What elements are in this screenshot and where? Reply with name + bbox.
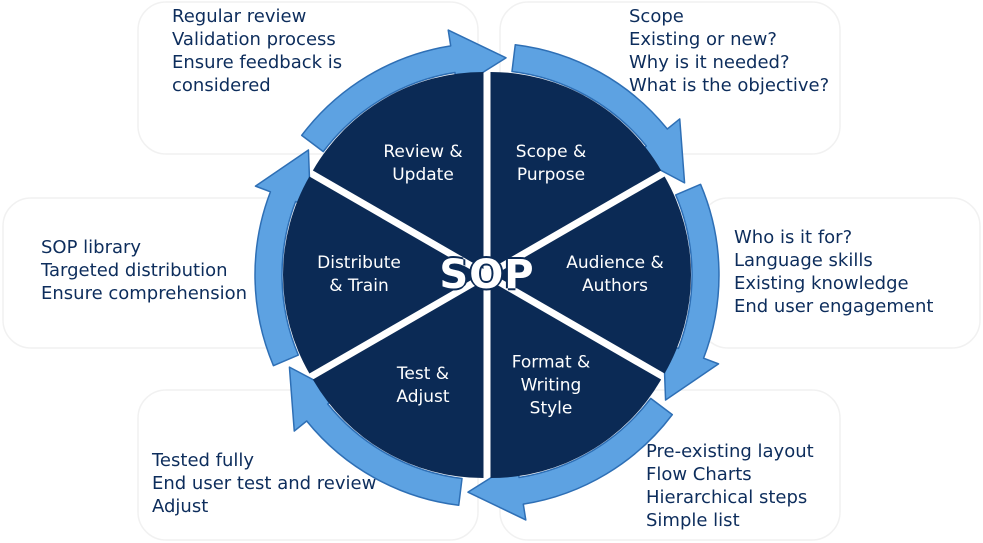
note-line: Existing or new? xyxy=(629,29,777,50)
segment-label-line: Review & xyxy=(383,142,463,163)
note-line: Who is it for? xyxy=(734,227,853,248)
note-line: What is the objective? xyxy=(629,75,830,96)
note-line: End user test and review xyxy=(152,473,377,494)
note-audience: Who is it for? Language skills Existing … xyxy=(734,226,933,318)
segment-audience xyxy=(494,176,691,374)
segment-distribute xyxy=(283,176,480,374)
segment-label-line: Format & xyxy=(511,352,591,373)
arrow-to-review xyxy=(254,149,312,367)
segment-format xyxy=(490,281,662,479)
segment-label-line: & Train xyxy=(329,276,389,296)
note-line: End user engagement xyxy=(734,296,934,317)
note-line: Regular review xyxy=(172,6,307,27)
note-line: Adjust xyxy=(152,496,209,517)
note-line: Tested fully xyxy=(152,450,255,471)
segment-label-line: Authors xyxy=(581,276,649,296)
note-line: Language skills xyxy=(734,250,873,271)
segment-label-distribute: Distribute & Train xyxy=(317,252,401,298)
segment-label-line: Purpose xyxy=(516,165,586,186)
note-line: Hierarchical steps xyxy=(646,487,808,508)
note-line: Flow Charts xyxy=(646,464,752,485)
note-line: Ensure comprehension xyxy=(41,283,248,304)
arrow-to-audience xyxy=(511,43,686,184)
note-test: Tested fully End user test and review Ad… xyxy=(152,449,376,518)
segment-label-line: Update xyxy=(392,165,454,186)
note-line: considered xyxy=(172,75,271,96)
note-line: Existing knowledge xyxy=(734,273,909,294)
segment-label-audience: Audience & Authors xyxy=(566,252,664,298)
segment-label-test: Test &Adjust xyxy=(396,363,449,409)
note-line: Targeted distribution xyxy=(41,260,228,281)
note-line: Pre-existing layout xyxy=(646,441,814,462)
segment-label-line: Adjust xyxy=(396,386,450,407)
arrow-to-test xyxy=(467,397,674,521)
note-distribute: SOP library Targeted distribution Ensure… xyxy=(41,236,247,305)
center-sop-label: SOP xyxy=(439,252,535,298)
segment-label-line: Distribute xyxy=(317,253,401,273)
segment-review xyxy=(312,71,484,269)
segment-test xyxy=(312,281,484,479)
arrow-to-distribute xyxy=(288,366,463,507)
note-review: Regular review Validation process Ensure… xyxy=(172,5,342,97)
segment-label-scope: Scope &Purpose xyxy=(516,141,586,187)
arrow-to-scope xyxy=(300,29,507,153)
segment-label-line: Test & xyxy=(396,363,450,384)
segment-label-line: Audience & xyxy=(566,253,664,273)
note-line: Simple list xyxy=(646,510,740,531)
segment-label-line: Style xyxy=(529,398,573,419)
segment-label-line: Scope & xyxy=(515,142,587,163)
note-line: Ensure feedback is xyxy=(172,52,343,73)
segment-label-line: Writing xyxy=(520,375,582,396)
note-scope: Scope Existing or new? Why is it needed?… xyxy=(629,5,829,97)
arrow-to-format xyxy=(662,183,720,401)
note-line: Validation process xyxy=(172,29,336,50)
note-line: Scope xyxy=(629,6,684,27)
note-format: Pre-existing layout Flow Charts Hierarch… xyxy=(646,440,814,532)
cycle-arrow-ring xyxy=(254,29,720,521)
segment-wheel xyxy=(283,71,691,479)
note-line: SOP library xyxy=(41,237,142,258)
note-line: Why is it needed? xyxy=(629,52,790,73)
segment-label-review: Review &Update xyxy=(383,141,462,187)
segment-scope xyxy=(490,71,662,269)
